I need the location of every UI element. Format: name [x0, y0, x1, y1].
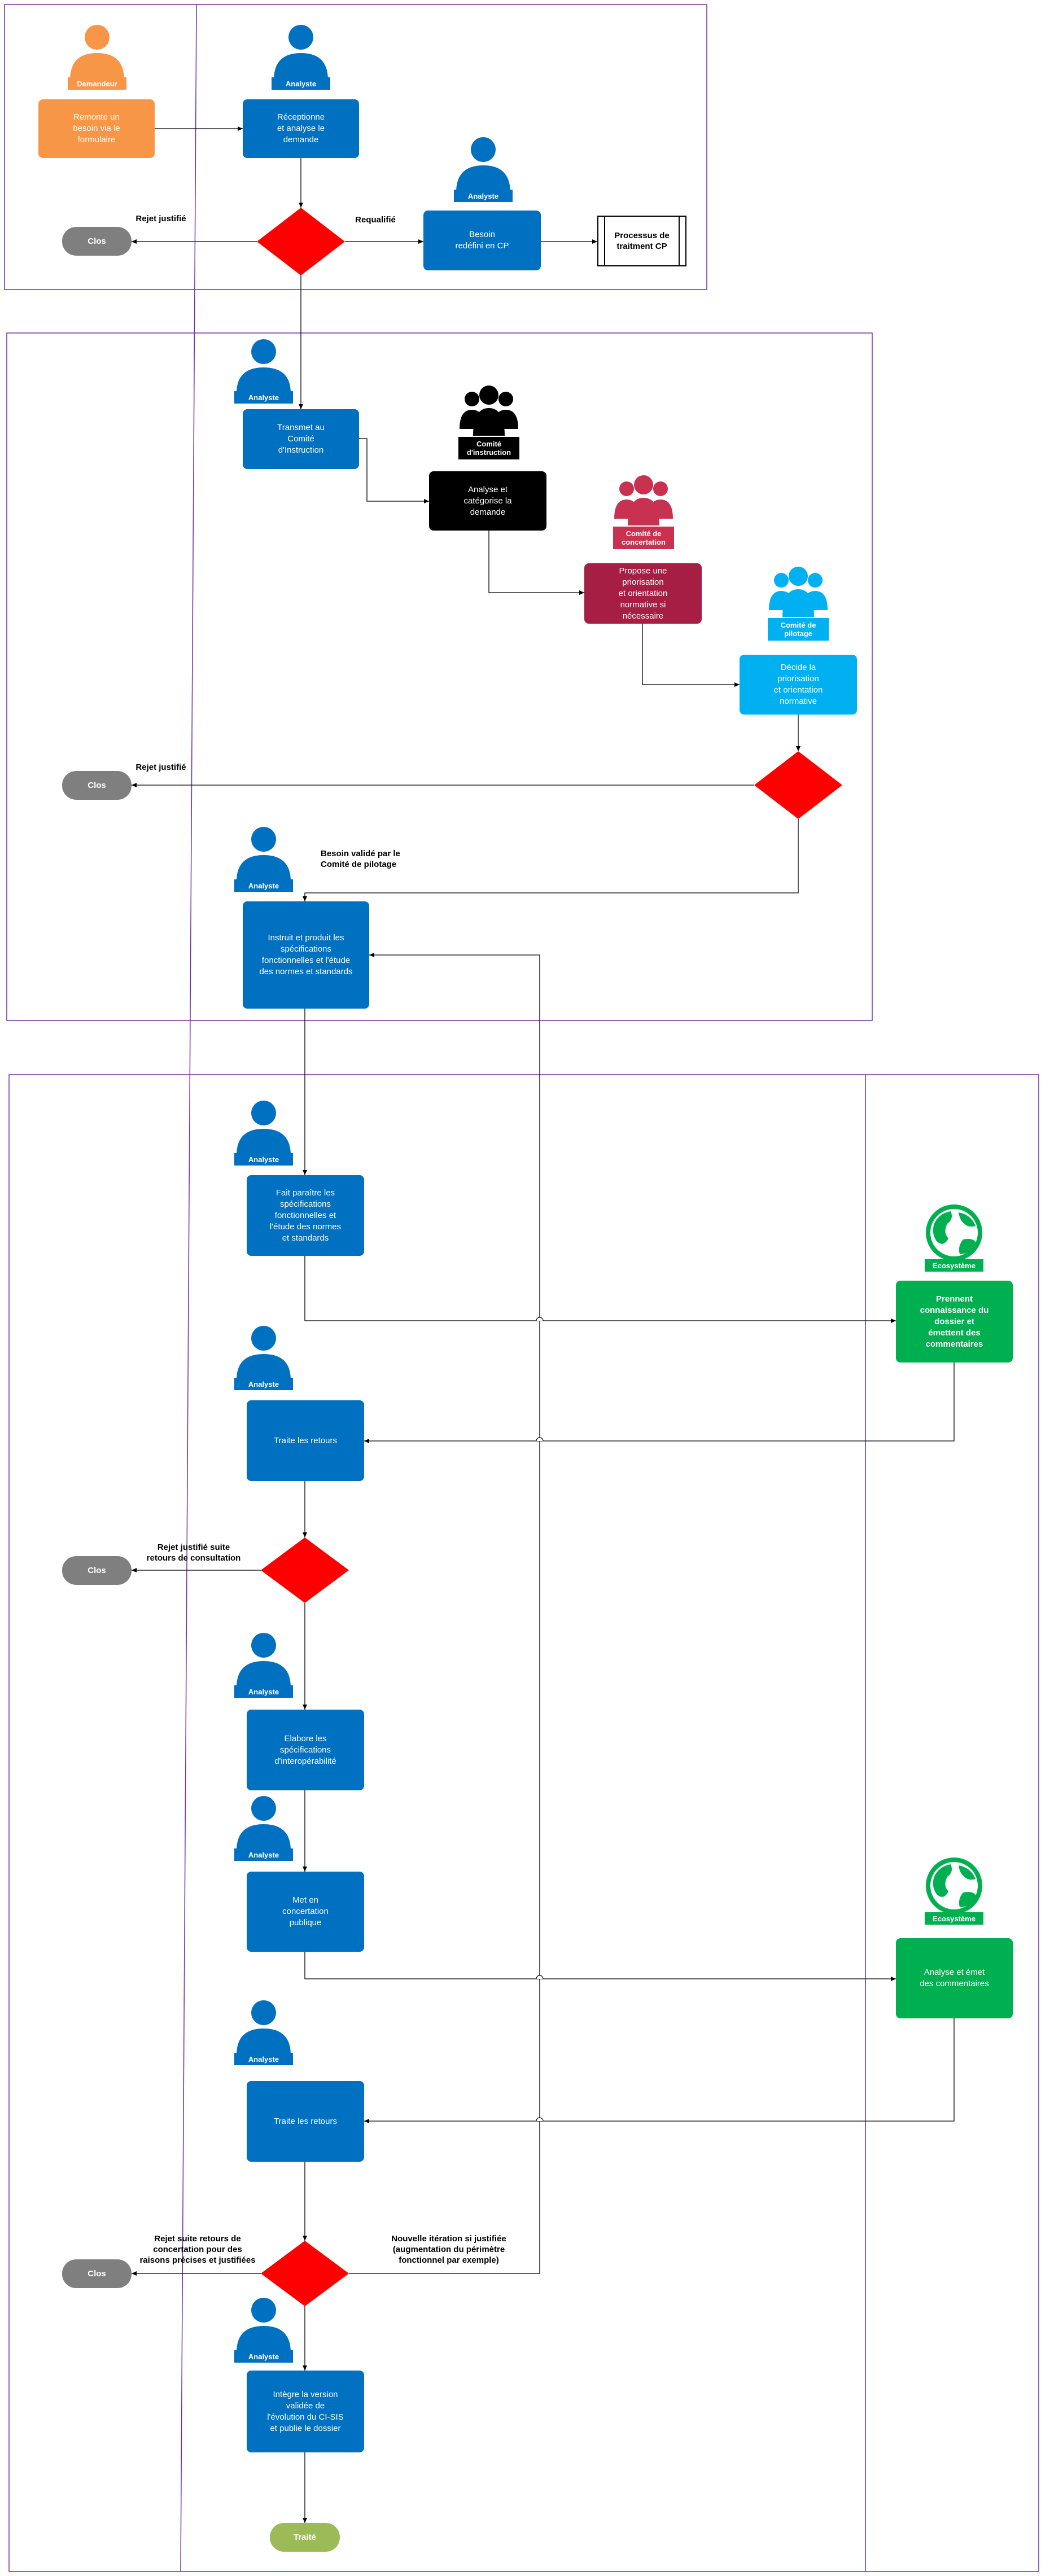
edge-label-besoin-valide: Besoin validé par le Comité de pilotage — [321, 849, 400, 869]
decisions — [257, 208, 842, 2306]
step-analyse-emet-commentaires: Analyse et émet des commentaires — [896, 1938, 1013, 2018]
actor-tag-analyste: Analyste — [234, 1685, 293, 1698]
actor-tag-comite-pilotage: Comité de pilotage — [768, 618, 829, 641]
step-instruit-specifications: Instruit et produit les spécifications f… — [243, 901, 369, 1009]
edge-propose-decide — [642, 624, 740, 687]
edge-label-rejet-concertation: Rejet suite retours de concertation pour… — [139, 2234, 256, 2265]
actor-tag-analyste: Analyste — [234, 1848, 293, 1861]
edge-label-rejet-consultation: Rejet justifié suite retours de consulta… — [146, 1543, 241, 1563]
decision-consultation — [261, 1537, 349, 1603]
step-analyse-categorise: Analyse et catégorise la demande — [429, 471, 546, 531]
actor-tag-ecosysteme: Ecosystème — [925, 1259, 983, 1272]
decision-pilotage — [754, 751, 842, 819]
actor-icons — [70, 25, 982, 2352]
terminal-traite: Traité — [270, 2523, 340, 2552]
group-icon — [769, 567, 828, 617]
decision-concertation — [261, 2241, 349, 2306]
step-traite-retours-1: Traite les retours — [247, 1400, 364, 1481]
step-besoin-redefini: Besoin redéfini en CP — [423, 211, 541, 270]
edge-decision-instruit — [303, 819, 799, 901]
edge-label-rejet-justifie: Rejet justifié — [135, 763, 186, 772]
person-icon — [274, 25, 328, 80]
edge-nouvelle-iteration — [349, 953, 540, 2274]
terminal-clos: Clos — [62, 2259, 132, 2288]
step-met-en-concertation: Met en concertation publique — [247, 1872, 364, 1952]
actor-tag-comite-instruction: Comité d'instruction — [458, 437, 519, 459]
actor-tag-demandeur: Demandeur — [68, 77, 126, 90]
edge-prennent-traite-1 — [364, 1363, 955, 1443]
actor-tag-analyste: Analyste — [234, 391, 293, 404]
actor-tag-analyste: Analyste — [234, 2053, 293, 2065]
swimlanes — [4, 4, 1039, 2572]
group-icon — [614, 475, 673, 525]
terminal-clos: Clos — [62, 771, 132, 800]
person-icon — [237, 2298, 291, 2352]
swimlane-instruction — [6, 332, 873, 1021]
edge-met-analyse-emet — [304, 1952, 896, 1981]
step-elabore-specifications: Elabore les spécifications d'interopérab… — [247, 1710, 364, 1790]
actor-tag-analyste: Analyste — [234, 1153, 293, 1166]
decision-qualification — [257, 208, 345, 275]
step-prennent-connaissance: Prennent connaissance du dossier et émet… — [896, 1281, 1013, 1363]
step-remonte-besoin: Remonte un besoin via le formulaire — [38, 99, 155, 158]
lane-divider-diagonal — [180, 4, 197, 2572]
step-fait-paraitre: Fait paraître les spécifications fonctio… — [247, 1175, 364, 1256]
edge-label-rejet-justifie: Rejet justifié — [135, 214, 186, 224]
step-traite-retours-2: Traite les retours — [247, 2081, 364, 2162]
step-processus-traitement-cp: Processus de traitment CP — [597, 216, 686, 266]
step-transmet-comite: Transmet au Comité d'Instruction — [243, 409, 359, 469]
edge-analyse-emet-traite-2 — [364, 2018, 955, 2123]
connectors — [132, 126, 955, 2523]
person-icon — [237, 827, 291, 882]
person-icon — [237, 1101, 291, 1155]
actor-tag-analyste: Analyste — [234, 2350, 293, 2363]
terminal-clos: Clos — [62, 1556, 132, 1585]
person-icon — [237, 1326, 291, 1380]
edge-transmet-analyse — [359, 438, 429, 503]
terminal-clos: Clos — [62, 227, 132, 256]
actor-tag-analyste: Analyste — [234, 1378, 293, 1390]
edge-fait-paraitre-prennent — [304, 1256, 896, 1323]
step-decide-priorisation: Décide la priorisation et orientation no… — [740, 655, 857, 715]
actor-tag-analyste: Analyste — [234, 879, 293, 892]
actor-tag-ecosysteme: Ecosystème — [925, 1912, 983, 1925]
swimlane-qualification — [4, 4, 707, 290]
edge-analyse-propose — [488, 531, 584, 595]
actor-tag-analyste: Analyste — [454, 190, 513, 202]
person-icon — [237, 1796, 291, 1851]
actor-tag-comite-concertation: Comité de concertation — [613, 527, 674, 549]
globe-icon — [926, 1857, 982, 1914]
step-integre-version: Intègre la version validée de l'évolutio… — [247, 2371, 364, 2452]
swimlane-consultation — [8, 1074, 1039, 2572]
edge-label-nouvelle-iteration: Nouvelle itération si justifiée (augment… — [391, 2234, 506, 2265]
step-receptionne-analyse: Réceptionne et analyse le demande — [243, 99, 359, 158]
person-icon — [456, 137, 510, 192]
actor-tag-analyste: Analyste — [272, 77, 330, 90]
person-icon — [237, 2000, 291, 2055]
person-icon — [237, 1633, 291, 1688]
edge-label-requalifie: Requalifié — [355, 215, 396, 225]
person-icon — [70, 25, 124, 80]
person-icon — [237, 339, 291, 393]
globe-icon — [926, 1204, 982, 1261]
group-icon — [460, 385, 518, 436]
step-propose-priorisation: Propose une priorisation et orientation … — [584, 563, 702, 624]
line-jumps — [536, 1317, 544, 2122]
